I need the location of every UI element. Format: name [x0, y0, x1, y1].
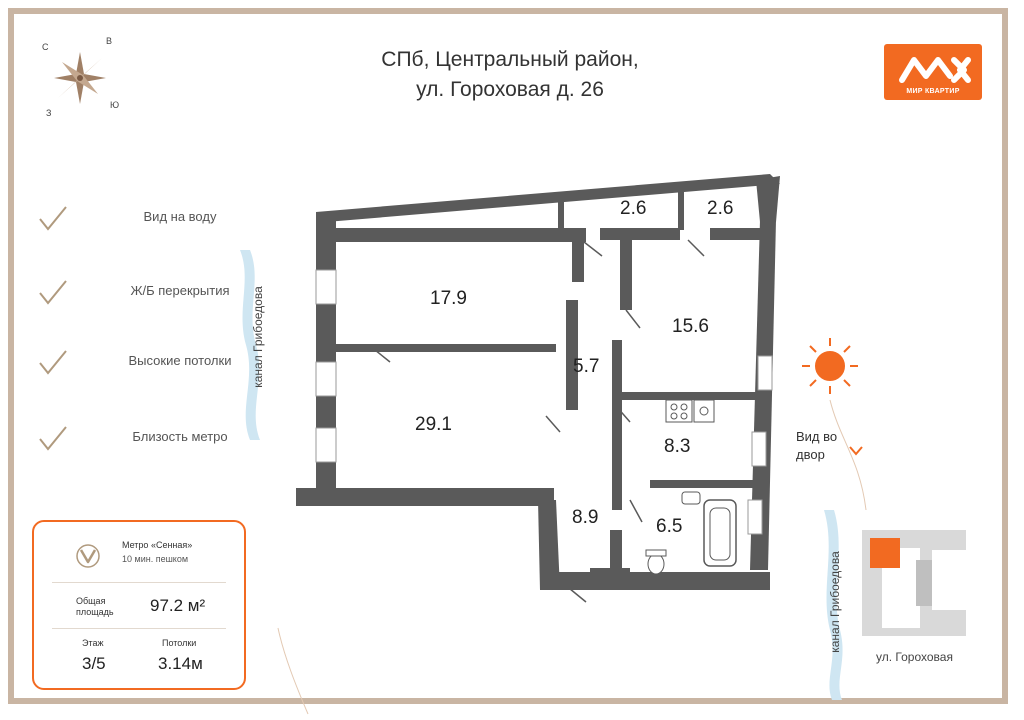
ceiling-label: Потолки	[162, 638, 197, 648]
yard-view-label: Вид во двор	[796, 429, 838, 462]
canal-right-label: канал Грибоедова	[828, 551, 842, 653]
arrow-down-icon	[849, 446, 863, 456]
room-area-room-1: 17.9	[430, 288, 467, 309]
feature-label: Близость метро	[132, 429, 228, 444]
sun-icon	[802, 338, 867, 510]
check-icon	[39, 280, 67, 305]
room-area-storage-2: 2.6	[707, 198, 734, 219]
title-line-1: СПб, Центральный район,	[381, 48, 639, 71]
toilet-icon	[645, 549, 667, 575]
room-area-storage-1: 2.6	[620, 198, 647, 219]
metro-name: Метро «Сенная»	[122, 540, 193, 550]
location-map	[862, 530, 966, 636]
canal-left-water	[240, 250, 260, 440]
compass: С В З Ю	[40, 36, 140, 118]
info-card: Метро «Сенная» 10 мин. пешком Общая площ…	[32, 520, 246, 690]
room-area-room-2: 15.6	[672, 316, 709, 337]
compass-west: З	[46, 108, 52, 118]
divider	[52, 582, 226, 583]
compass-south: Ю	[110, 100, 120, 110]
room-area-room-3: 29.1	[415, 414, 452, 435]
metro-walk: 10 мин. пешком	[122, 554, 189, 564]
title-line-2: ул. Гороховая д. 26	[416, 78, 604, 101]
bathtub-icon	[703, 499, 737, 567]
metro-icon	[76, 544, 100, 568]
room-area-kitchen: 8.3	[664, 436, 691, 457]
compass-east: В	[106, 36, 113, 46]
floor-plan	[296, 174, 780, 603]
room-area-corridor: 5.7	[573, 356, 600, 377]
check-icon	[39, 350, 67, 375]
area-value: 97.2 м²	[150, 596, 206, 615]
ceiling-value: 3.14м	[158, 654, 203, 673]
brand-caption: МИР КВАРТИР	[906, 88, 960, 95]
feature-item: Близость метро	[38, 425, 268, 451]
feature-item: Высокие потолки	[38, 349, 268, 375]
street-label: ул. Гороховая	[876, 650, 953, 664]
feature-item: Вид на воду	[38, 205, 268, 231]
feature-label: Высокие потолки	[128, 353, 232, 368]
feature-label: Ж/Б перекрытия	[130, 283, 230, 298]
page-title: СПб, Центральный район, ул. Гороховая д.…	[330, 45, 690, 105]
floor-value: 3/5	[82, 654, 106, 673]
canal-left-label: канал Грибоедова	[251, 286, 265, 388]
feature-item: Ж/Б перекрытия	[38, 279, 268, 305]
divider	[52, 628, 226, 629]
sink-icon	[681, 491, 701, 505]
moon-icon	[266, 598, 309, 715]
floor-label: Этаж	[82, 638, 104, 648]
compass-rose-icon	[54, 52, 106, 104]
compass-north: С	[42, 42, 49, 52]
brand-logo: МИР КВАРТИР	[884, 44, 982, 100]
canal-right-water	[824, 510, 843, 700]
area-label: Общая площадь	[76, 596, 114, 617]
brand-mark-icon	[899, 57, 971, 83]
room-area-hall: 8.9	[572, 507, 599, 528]
room-area-bathroom: 6.5	[656, 516, 683, 537]
check-icon	[39, 206, 67, 231]
feature-label: Вид на воду	[143, 209, 217, 224]
check-icon	[39, 426, 67, 451]
stove-icon	[665, 399, 715, 423]
